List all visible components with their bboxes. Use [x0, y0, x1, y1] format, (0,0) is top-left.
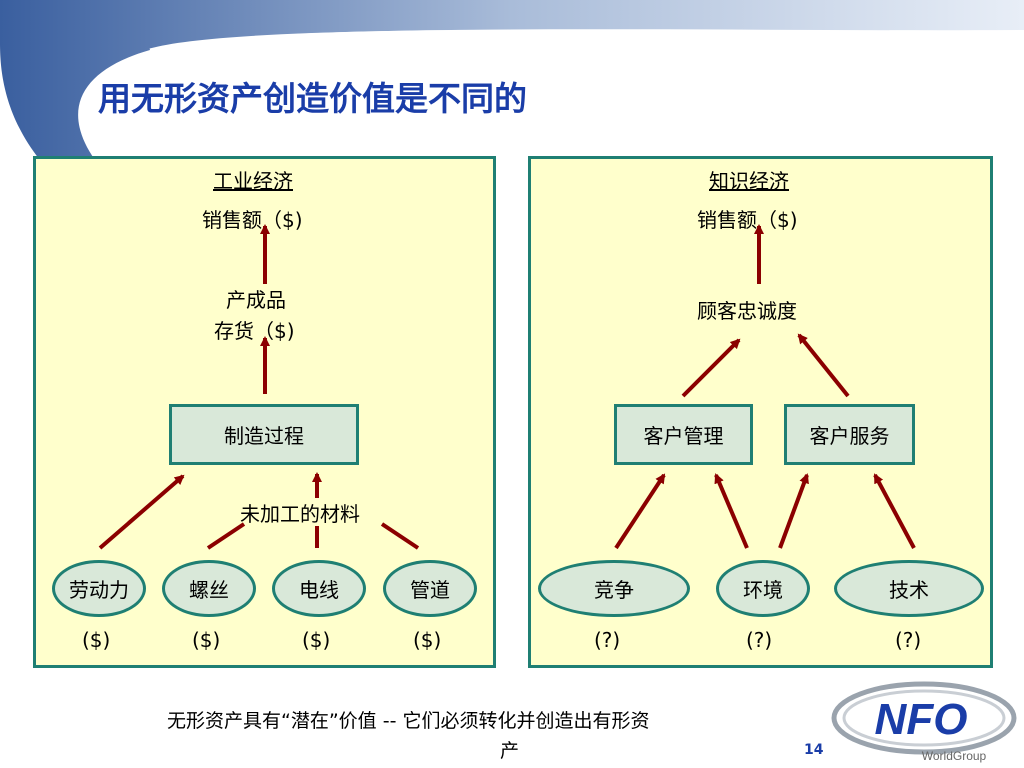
left-sales-label: 销售额（$): [202, 208, 303, 232]
raw-materials-label: 未加工的材料: [240, 502, 360, 526]
input-oval-screws: 螺丝: [162, 560, 256, 617]
customer-management-box: 客户管理: [614, 404, 753, 465]
arrow-mgmt-to-loyalty: [681, 338, 741, 398]
value-technology: (?): [895, 628, 922, 652]
line-pipes-to-materials: [380, 522, 420, 550]
inventory-line2: 存货（$): [214, 319, 295, 343]
arrow-environment-to-mgmt: [714, 473, 749, 549]
nfo-worldgroup-logo: NFO WorldGroup: [831, 681, 1017, 763]
arrow-competition-to-mgmt: [614, 473, 666, 550]
value-competition: (?): [594, 628, 621, 652]
customer-loyalty-label: 顾客忠诚度: [697, 299, 797, 323]
value-screws: ($): [192, 628, 221, 652]
header-swoosh-decoration: [0, 0, 1024, 160]
input-oval-environment: 环境: [716, 560, 810, 617]
input-label-competition: 竞争: [594, 578, 634, 602]
value-wires: ($): [302, 628, 331, 652]
input-label-labor: 劳动力: [69, 578, 129, 602]
industrial-economy-heading: 工业经济: [213, 169, 293, 193]
page-title: 用无形资产创造价值是不同的: [98, 79, 527, 118]
value-environment: (?): [746, 628, 773, 652]
arrow-technology-to-service: [873, 473, 916, 549]
line-screws-to-materials: [206, 522, 246, 550]
input-label-environment: 环境: [743, 578, 783, 602]
footer-caption-line2: 产: [500, 740, 520, 762]
svg-text:WorldGroup: WorldGroup: [922, 749, 987, 763]
value-pipes: ($): [413, 628, 442, 652]
page-number: 14: [804, 742, 824, 758]
arrow-service-to-loyalty: [797, 333, 850, 398]
input-oval-pipes: 管道: [383, 560, 477, 617]
inventory-line1: 产成品: [226, 288, 286, 312]
input-label-screws: 螺丝: [189, 578, 229, 602]
manufacturing-process-label: 制造过程: [224, 424, 304, 448]
customer-service-label: 客户服务: [809, 424, 890, 448]
customer-management-label: 客户管理: [643, 424, 724, 448]
knowledge-economy-heading: 知识经济: [709, 169, 789, 193]
right-sales-label: 销售额（$): [697, 208, 798, 232]
input-label-technology: 技术: [889, 578, 929, 602]
customer-service-box: 客户服务: [784, 404, 915, 465]
manufacturing-process-box: 制造过程: [169, 404, 359, 465]
svg-text:NFO: NFO: [875, 695, 968, 744]
value-labor: ($): [82, 628, 111, 652]
footer-caption-line1: 无形资产具有“潜在”价值 -- 它们必须转化并创造出有形资: [167, 710, 650, 732]
input-oval-competition: 竞争: [538, 560, 690, 617]
input-label-pipes: 管道: [410, 578, 450, 602]
arrow-labor-to-process: [98, 474, 185, 550]
input-label-wires: 电线: [299, 578, 339, 602]
arrow-environment-to-service: [778, 473, 809, 549]
input-oval-technology: 技术: [834, 560, 984, 617]
input-oval-labor: 劳动力: [52, 560, 146, 617]
input-oval-wires: 电线: [272, 560, 366, 617]
